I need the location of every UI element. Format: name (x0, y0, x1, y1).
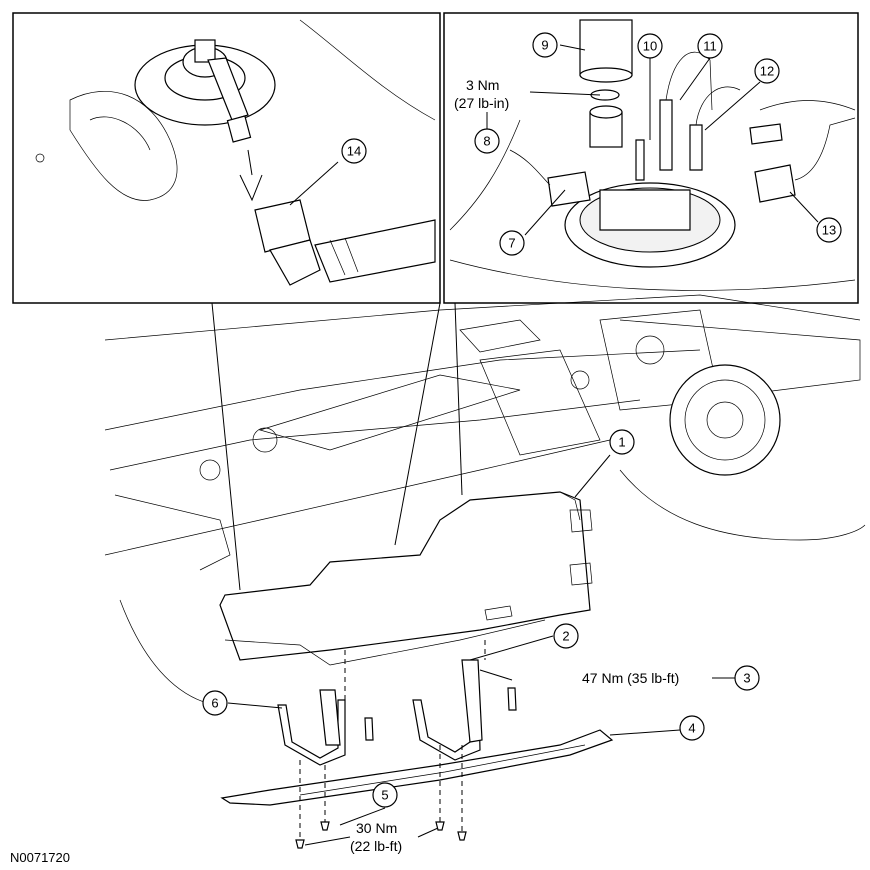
svg-text:6: 6 (211, 696, 218, 711)
svg-text:10: 10 (643, 39, 657, 54)
callouts: 1 2 3 4 5 6 7 8 9 10 11 12 13 14 (202, 32, 842, 808)
shield-torque-nm: 30 Nm (356, 820, 397, 836)
strap-bolt-torque: 47 Nm (35 lb-ft) (582, 670, 679, 686)
callout-10: 10 (637, 33, 663, 59)
svg-text:2: 2 (562, 629, 569, 644)
callout-12: 12 (754, 58, 780, 84)
torque-labels: 3 Nm (27 lb-in) 47 Nm (35 lb-ft) 30 Nm (… (350, 77, 735, 854)
shield-torque-lb: (22 lb-ft) (350, 838, 402, 854)
svg-text:1: 1 (618, 435, 625, 450)
callout-3: 3 (734, 665, 760, 691)
lock-ring-torque-lb: (27 lb-in) (454, 95, 509, 111)
figure-id: N0071720 (10, 850, 70, 865)
svg-text:12: 12 (760, 64, 774, 79)
svg-text:11: 11 (703, 39, 717, 54)
callout-1: 1 (609, 429, 635, 455)
callout-2: 2 (553, 623, 579, 649)
svg-text:4: 4 (688, 721, 695, 736)
svg-text:9: 9 (541, 38, 548, 53)
fuel-tank (219, 454, 611, 666)
svg-text:7: 7 (508, 236, 515, 251)
vehicle-underbody (104, 294, 866, 706)
callout-9: 9 (532, 32, 558, 58)
callout-13: 13 (816, 217, 842, 243)
callout-4: 4 (679, 715, 705, 741)
svg-text:3: 3 (743, 671, 750, 686)
tank-straps (227, 635, 554, 766)
callout-14: 14 (341, 138, 367, 164)
callout-11: 11 (697, 33, 723, 59)
tank-shield (220, 729, 681, 806)
inset-fuel-pump (443, 12, 859, 304)
shield-fasteners (295, 745, 467, 849)
svg-text:14: 14 (347, 144, 361, 159)
lock-ring-torque-nm: 3 Nm (466, 77, 499, 93)
callout-6: 6 (202, 690, 228, 716)
svg-text:13: 13 (822, 223, 836, 238)
inset-filler-neck (12, 12, 441, 304)
callout-7: 7 (499, 230, 525, 256)
callout-5: 5 (372, 782, 398, 808)
svg-text:5: 5 (381, 788, 388, 803)
svg-text:8: 8 (483, 134, 490, 149)
callout-8: 8 (474, 128, 500, 154)
